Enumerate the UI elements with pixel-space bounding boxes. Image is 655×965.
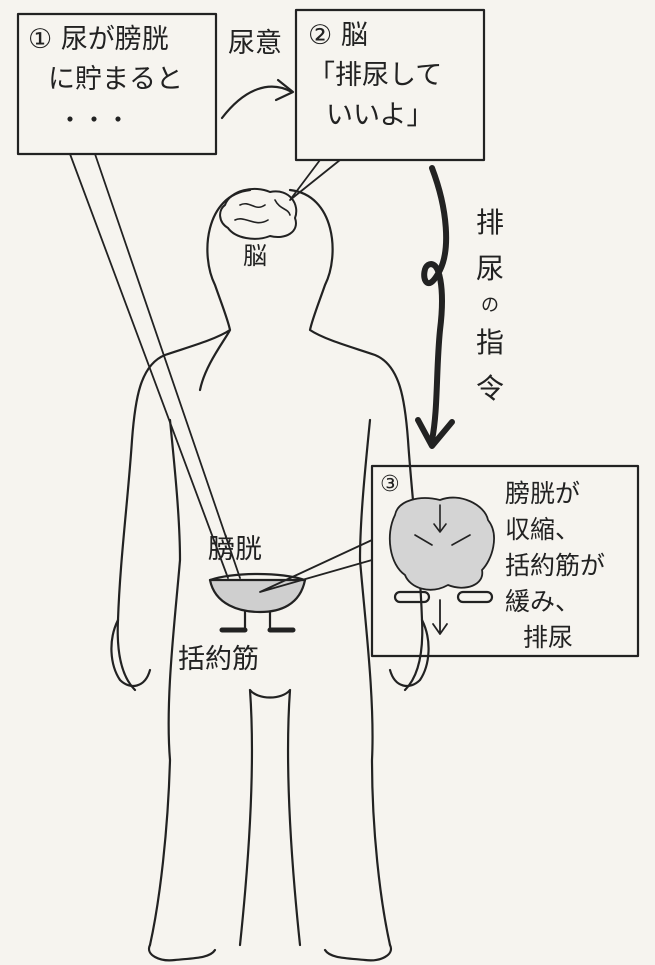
box3-line3: 括約筋が [505, 548, 605, 584]
box3-text: 膀胱が 収縮、 括約筋が 緩み、 排尿 [505, 476, 605, 656]
inner-legs [240, 690, 300, 945]
brain-label: 脳 [243, 236, 267, 276]
box3-line4: 緩み、 [505, 584, 605, 620]
bladder-shape [210, 580, 305, 612]
arrow-box1-to-box2 [222, 87, 292, 118]
bladder-label: 膀胱 [208, 530, 262, 570]
torso-left [150, 420, 180, 945]
box1-line3: ・・・ [28, 106, 130, 134]
box1-line2: に貯まると [28, 64, 183, 95]
box1-line1: 尿が膀胱 [61, 24, 169, 55]
arrow-label: 尿意 [228, 24, 282, 64]
command-char-4: 指 [470, 320, 510, 366]
command-arrow [424, 168, 446, 440]
command-char-1: 排 [470, 200, 510, 246]
box3-number: ③ [380, 470, 400, 500]
box1-number: ① [28, 24, 52, 55]
box2-text: ② 脳 「排尿して いいよ」 [308, 16, 442, 136]
box2-number: ② [308, 20, 332, 51]
box2-line1: 「排尿して [308, 60, 442, 91]
brain-shape [220, 189, 296, 239]
sphincter-label: 括約筋 [178, 640, 259, 680]
command-label: 排 尿 の 指 令 [470, 200, 510, 412]
command-char-2: 尿 [470, 246, 510, 292]
right-foot [325, 945, 391, 960]
box2-line2: いいよ」 [308, 100, 433, 131]
command-char-5: 令 [470, 366, 510, 412]
box3-line5: 排尿 [505, 620, 605, 656]
box1-text: ① 尿が膀胱 に貯まると ・・・ [28, 20, 183, 140]
box2-title: 脳 [341, 20, 368, 51]
command-char-3: の [470, 292, 510, 320]
box3-line2: 収縮、 [505, 512, 605, 548]
box3-line1: 膀胱が [505, 476, 605, 512]
left-foot [149, 945, 215, 960]
contracting-bladder [390, 498, 494, 590]
